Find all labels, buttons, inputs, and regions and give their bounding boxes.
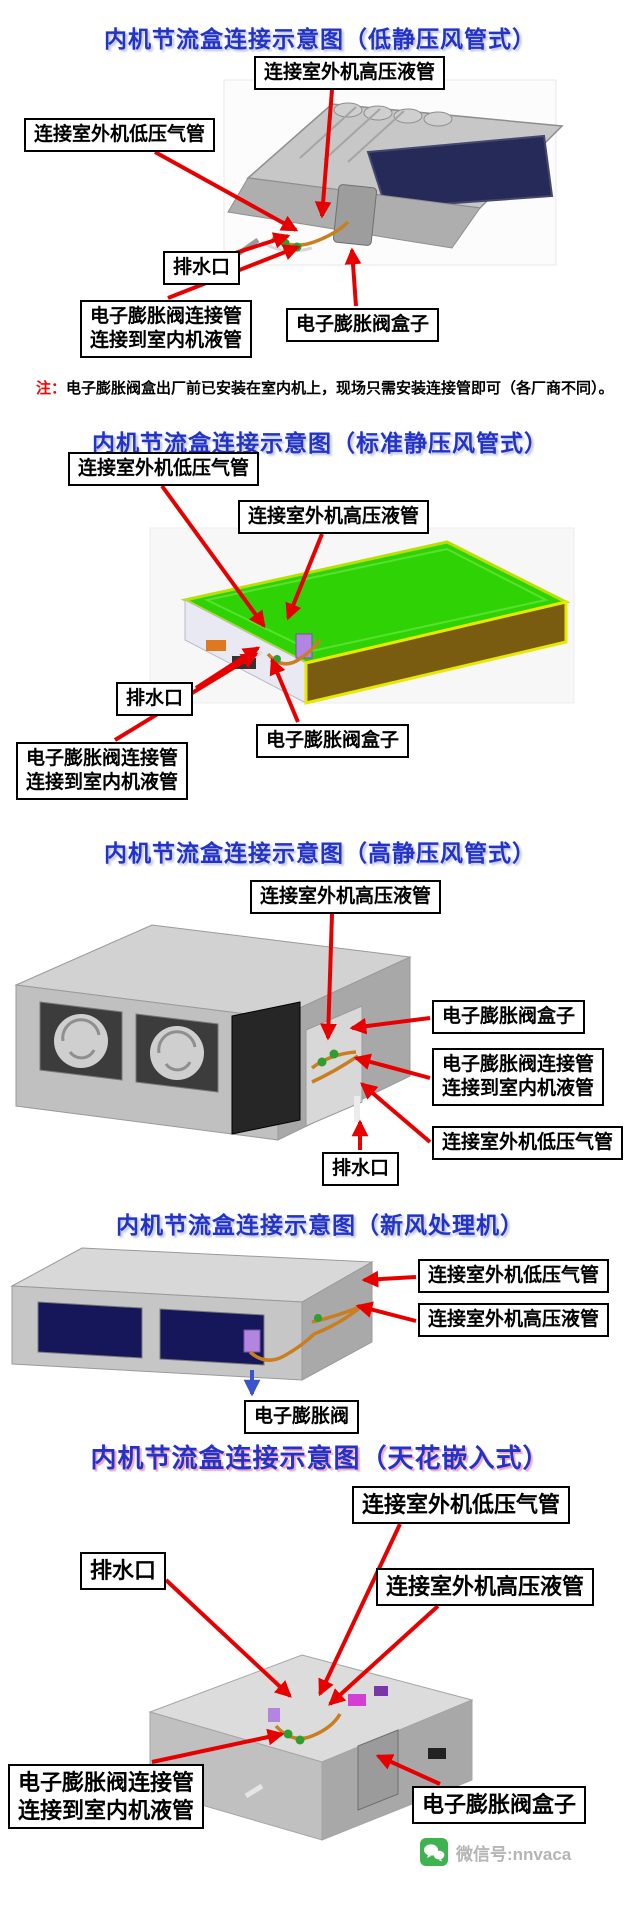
label-drain-outlet: 排水口 xyxy=(163,251,241,285)
label-drain-outlet: 排水口 xyxy=(322,1152,400,1186)
label-low-pressure-gas-pipe: 连接室外机低压气管 xyxy=(68,452,260,486)
label-low-pressure-gas-pipe: 连接室外机低压气管 xyxy=(432,1126,624,1160)
wechat-id-text: 微信号:nnvaca xyxy=(456,1844,572,1864)
label-eev-connection-pipe: 电子膨胀阀连接管 连接到室内机液管 xyxy=(8,1764,205,1829)
label-drain-outlet: 排水口 xyxy=(80,1552,167,1590)
label-drain-outlet: 排水口 xyxy=(116,682,194,716)
label-eev-connection-pipe: 电子膨胀阀连接管 连接到室内机液管 xyxy=(80,300,253,358)
label-eev-connection-pipe-line2: 连接到室内机液管 xyxy=(90,329,243,351)
unit-low-static-pressure-duct-illustration xyxy=(223,79,564,266)
label-eev: 电子膨胀阀 xyxy=(244,1400,360,1434)
label-high-pressure-liquid-pipe: 连接室外机高压液管 xyxy=(254,56,446,90)
unit-ceiling-cassette-illustration xyxy=(148,1654,474,1841)
label-high-pressure-liquid-pipe: 连接室外机高压液管 xyxy=(238,500,430,534)
label-eev-connection-pipe-line1: 电子膨胀阀连接管 xyxy=(442,1054,595,1075)
label-eev-connection-pipe-line1: 电子膨胀阀连接管 xyxy=(26,748,179,769)
label-low-pressure-gas-pipe: 连接室外机低压气管 xyxy=(24,118,216,152)
label-high-pressure-liquid-pipe: 连接室外机高压液管 xyxy=(376,1568,595,1606)
annotation-arrows xyxy=(113,89,441,1786)
label-high-pressure-liquid-pipe: 连接室外机高压液管 xyxy=(250,880,442,914)
label-eev-box: 电子膨胀阀盒子 xyxy=(432,1000,586,1034)
wechat-icon xyxy=(420,1838,448,1866)
label-high-pressure-liquid-pipe: 连接室外机高压液管 xyxy=(418,1303,610,1337)
section5-title: 内机节流盒连接示意图（天花嵌入式） xyxy=(90,1443,550,1473)
unit-high-static-pressure-duct-illustration xyxy=(14,924,412,1141)
section1-title: 内机节流盒连接示意图（低静压风管式） xyxy=(104,26,536,52)
label-eev-connection-pipe-line2: 连接到室内机液管 xyxy=(18,1797,195,1823)
label-low-pressure-gas-pipe: 连接室外机低压气管 xyxy=(418,1259,610,1293)
label-eev-connection-pipe: 电子膨胀阀连接管 连接到室内机液管 xyxy=(16,742,189,800)
label-eev-box: 电子膨胀阀盒子 xyxy=(412,1786,587,1824)
section2-title: 内机节流盒连接示意图（标准静压风管式） xyxy=(92,430,548,456)
unit-fresh-air-processor-illustration xyxy=(10,1247,374,1397)
factory-install-note: 注：电子膨胀阀盒出厂前已安装在室内机上，现场只需安装连接管即可（各厂商不同）。 xyxy=(36,377,614,398)
label-eev-connection-pipe-line2: 连接到室内机液管 xyxy=(442,1077,595,1099)
note-prefix: 注： xyxy=(36,380,67,397)
label-eev-connection-pipe: 电子膨胀阀连接管 连接到室内机液管 xyxy=(432,1048,605,1106)
wechat-watermark: 微信号:nnvaca xyxy=(420,1838,571,1866)
label-eev-connection-pipe-line1: 电子膨胀阀连接管 xyxy=(18,1770,195,1795)
section3-title: 内机节流盒连接示意图（高静压风管式） xyxy=(104,840,536,866)
label-eev-box: 电子膨胀阀盒子 xyxy=(286,308,440,342)
label-eev-connection-pipe-line1: 电子膨胀阀连接管 xyxy=(90,306,243,327)
note-text: 电子膨胀阀盒出厂前已安装在室内机上，现场只需安装连接管即可（各厂商不同）。 xyxy=(66,380,614,397)
label-eev-box: 电子膨胀阀盒子 xyxy=(256,724,410,758)
label-eev-connection-pipe-line2: 连接到室内机液管 xyxy=(26,771,179,793)
section4-title: 内机节流盒连接示意图（新风处理机） xyxy=(116,1212,524,1238)
label-low-pressure-gas-pipe: 连接室外机低压气管 xyxy=(352,1486,571,1524)
